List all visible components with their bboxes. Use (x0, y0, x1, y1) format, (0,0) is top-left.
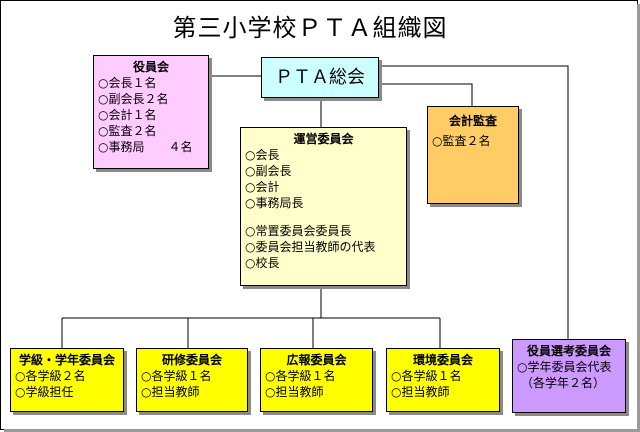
officers-item: ○副会長２名 (98, 92, 169, 106)
committee-item: ○担当教師 (141, 385, 200, 399)
committee-title: 研修委員会 (161, 353, 222, 367)
committee-item: ○各学級１名 (265, 369, 336, 383)
steering-item: ○会長 (245, 148, 280, 162)
steering-committee-box: 運営委員会 ○会長 ○副会長 ○会計 ○事務局長 ○常置委員会委員長 ○委員会担… (240, 127, 407, 286)
officers-box: 役員会 ○会長１名 ○副会長２名 ○会計１名 ○監査２名 ○事務局 ４名 (93, 55, 209, 169)
pta-general-box: ＰＴＡ総会 (261, 57, 379, 98)
audit-item: ○監査２名 (432, 134, 491, 148)
election-item: （各学年２名） (521, 376, 606, 390)
committee-item: ○各学級２名 (15, 369, 86, 383)
audit-title: 会計監査 (448, 114, 497, 128)
officers-item: ○事務局 ４名 (98, 140, 193, 154)
steering-item: ○副会長 (245, 164, 292, 178)
committee-box: 広報委員会 ○各学級１名 ○担当教師 (260, 348, 373, 412)
committee-item: ○学級担任 (15, 385, 74, 399)
line-general-to-audit (378, 83, 473, 106)
steering-item: ○委員会担当教師の代表 (245, 240, 376, 254)
committee-item: ○担当教師 (265, 385, 324, 399)
frame-shadow-bottom (4, 429, 640, 432)
pta-general-label: ＰＴＡ総会 (275, 67, 365, 88)
officers-title: 役員会 (132, 60, 169, 74)
officers-item: ○会計１名 (98, 108, 157, 122)
committee-title: 環境委員会 (412, 353, 473, 367)
page-title: 第三小学校ＰＴＡ組織図 (172, 14, 448, 42)
committee-box: 研修委員会 ○各学級１名 ○担当教師 (136, 348, 248, 412)
steering-item: ○事務局長 (245, 196, 304, 210)
committee-title: 学級・学年委員会 (18, 353, 115, 367)
steering-item: ○会計 (245, 180, 280, 194)
committee-item: ○担当教師 (391, 385, 450, 399)
audit-box: 会計監査 ○監査２名 (427, 106, 519, 204)
steering-item: ○常置委員会委員長 (245, 224, 352, 238)
frame-shadow-right (637, 4, 640, 432)
committee-title: 広報委員会 (286, 353, 347, 367)
committee-item: ○各学級１名 (391, 369, 462, 383)
officers-item: ○監査２名 (98, 124, 157, 138)
steering-gap (241, 211, 406, 223)
committee-item: ○各学級１名 (141, 369, 212, 383)
committee-box: 環境委員会 ○各学級１名 ○担当教師 (386, 348, 500, 412)
line-general-to-election (378, 65, 569, 339)
election-committee-box: 役員選考委員会 ○学年委員会代表 （各学年２名） (512, 339, 626, 413)
steering-item: ○校長 (245, 256, 280, 270)
election-title: 役員選考委員会 (526, 344, 611, 358)
officers-item: ○会長１名 (98, 76, 157, 90)
committee-box: 学級・学年委員会 ○各学級２名 ○学級担任 (10, 348, 124, 412)
steering-title: 運営委員会 (293, 132, 354, 146)
election-item: ○学年委員会代表 (517, 360, 612, 374)
